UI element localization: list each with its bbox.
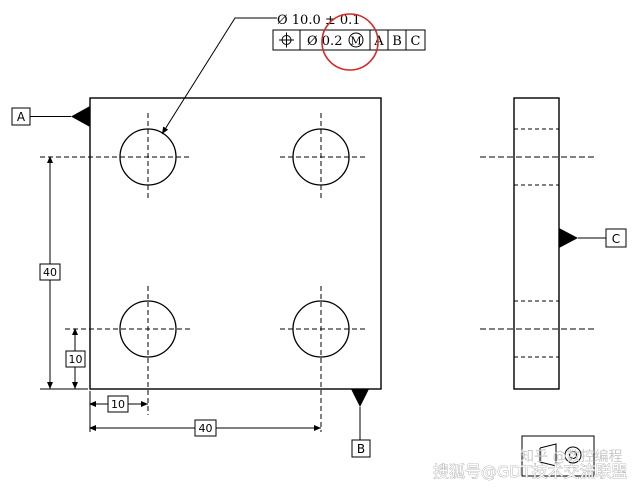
watermark-zhihu: 知乎 @数控编程 xyxy=(520,448,622,465)
dim-horizontal-total-label: 40 xyxy=(199,422,213,435)
fcf-datum-3: C xyxy=(411,34,421,49)
plate-side-view xyxy=(513,97,560,390)
dim-vertical-offset: 10 xyxy=(65,328,86,389)
highlight-circle xyxy=(321,13,379,71)
datum-c-label: C xyxy=(612,232,620,246)
datum-a-label: A xyxy=(17,110,26,124)
dim-horizontal-total: 40 xyxy=(89,419,321,437)
dim-horizontal-offset-label: 10 xyxy=(111,398,125,411)
max-material-modifier-icon: M xyxy=(348,32,364,48)
fcf-tolerance: Ø 0.2 xyxy=(307,34,342,49)
side-view-centerlines xyxy=(480,156,594,330)
position-symbol-icon xyxy=(279,32,294,48)
fcf-modifier: M xyxy=(350,35,361,48)
feature-control-frame: Ø 0.2 M A B C xyxy=(272,29,426,51)
datum-b: B xyxy=(351,389,371,458)
leader-line xyxy=(161,17,277,135)
extension-lines xyxy=(40,388,91,432)
datum-c: C xyxy=(559,228,627,248)
plate-front-view xyxy=(89,97,382,390)
dim-vertical-total: 40 xyxy=(39,156,61,389)
datum-a: A xyxy=(11,106,90,127)
dim-vertical-total-label: 40 xyxy=(43,266,57,279)
datum-b-label: B xyxy=(357,442,365,456)
side-view-hidden-lines xyxy=(514,128,559,358)
fcf-datum-2: B xyxy=(392,34,402,49)
dim-vertical-offset-label: 10 xyxy=(69,353,83,366)
watermark-sohu: 搜狐号@GDT技术交流联盟 xyxy=(433,462,628,481)
dim-horizontal-offset: 10 xyxy=(89,395,148,413)
size-callout: Ø 10.0 ± 0.1 xyxy=(161,13,361,135)
view-symbol-partial xyxy=(521,435,595,477)
hole-bottom-left xyxy=(119,300,177,358)
centerlines xyxy=(40,113,365,432)
fcf-datum-1: A xyxy=(373,34,384,49)
size-callout-text: Ø 10.0 ± 0.1 xyxy=(277,13,361,28)
